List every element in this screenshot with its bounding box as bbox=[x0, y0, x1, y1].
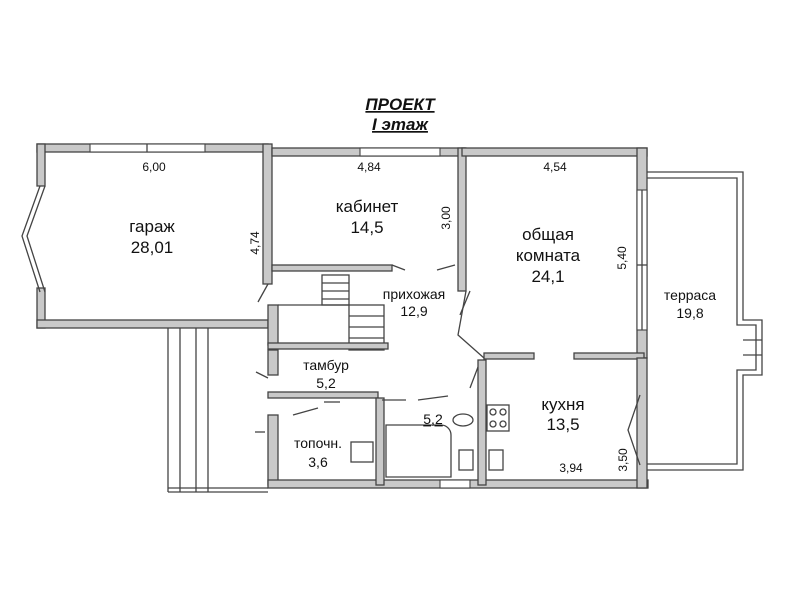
plan-subtitle: I этаж bbox=[372, 115, 429, 134]
boiler-name: топочн. bbox=[294, 435, 342, 451]
cabinet-width-dim: 4,84 bbox=[357, 160, 381, 174]
terrace-area: 19,8 bbox=[676, 305, 703, 321]
cabinet-area: 14,5 bbox=[350, 218, 383, 237]
porch bbox=[167, 328, 268, 493]
bath-area: 5,2 bbox=[423, 411, 443, 427]
terrace bbox=[647, 171, 763, 471]
service-walls bbox=[267, 342, 649, 489]
kitchen-depth-dim: 3,50 bbox=[616, 448, 630, 472]
boiler-area: 3,6 bbox=[308, 454, 328, 470]
living-name-2: комната bbox=[516, 246, 581, 265]
hall-area: 12,9 bbox=[400, 303, 427, 319]
kitchen-walls bbox=[627, 357, 648, 489]
kitchen-width-dim: 3,94 bbox=[559, 461, 583, 475]
vestibule-area: 5,2 bbox=[316, 375, 336, 391]
doors bbox=[255, 264, 479, 433]
kitchen-name: кухня bbox=[541, 395, 584, 414]
cabinet-depth-dim: 3,00 bbox=[439, 206, 453, 230]
garage-area: 28,01 bbox=[131, 238, 174, 257]
cabinet-name: кабинет bbox=[336, 197, 399, 216]
vestibule-name: тамбур bbox=[303, 357, 349, 373]
hall-name: прихожая bbox=[383, 286, 445, 302]
terrace-name: терраса bbox=[664, 287, 716, 303]
living-area: 24,1 bbox=[531, 267, 564, 286]
living-depth-dim: 5,40 bbox=[615, 246, 629, 270]
staircase bbox=[278, 274, 385, 351]
garage-width-dim: 6,00 bbox=[142, 160, 166, 174]
kitchen-area: 13,5 bbox=[546, 415, 579, 434]
living-name-1: общая bbox=[522, 225, 574, 244]
living-width-dim: 4,54 bbox=[543, 160, 567, 174]
garage-depth-dim: 4,74 bbox=[248, 231, 262, 255]
garage-walls bbox=[21, 143, 273, 329]
central-walls bbox=[267, 147, 467, 376]
plan-title: ПРОЕКТ bbox=[365, 95, 436, 114]
garage-name: гараж bbox=[129, 217, 175, 236]
